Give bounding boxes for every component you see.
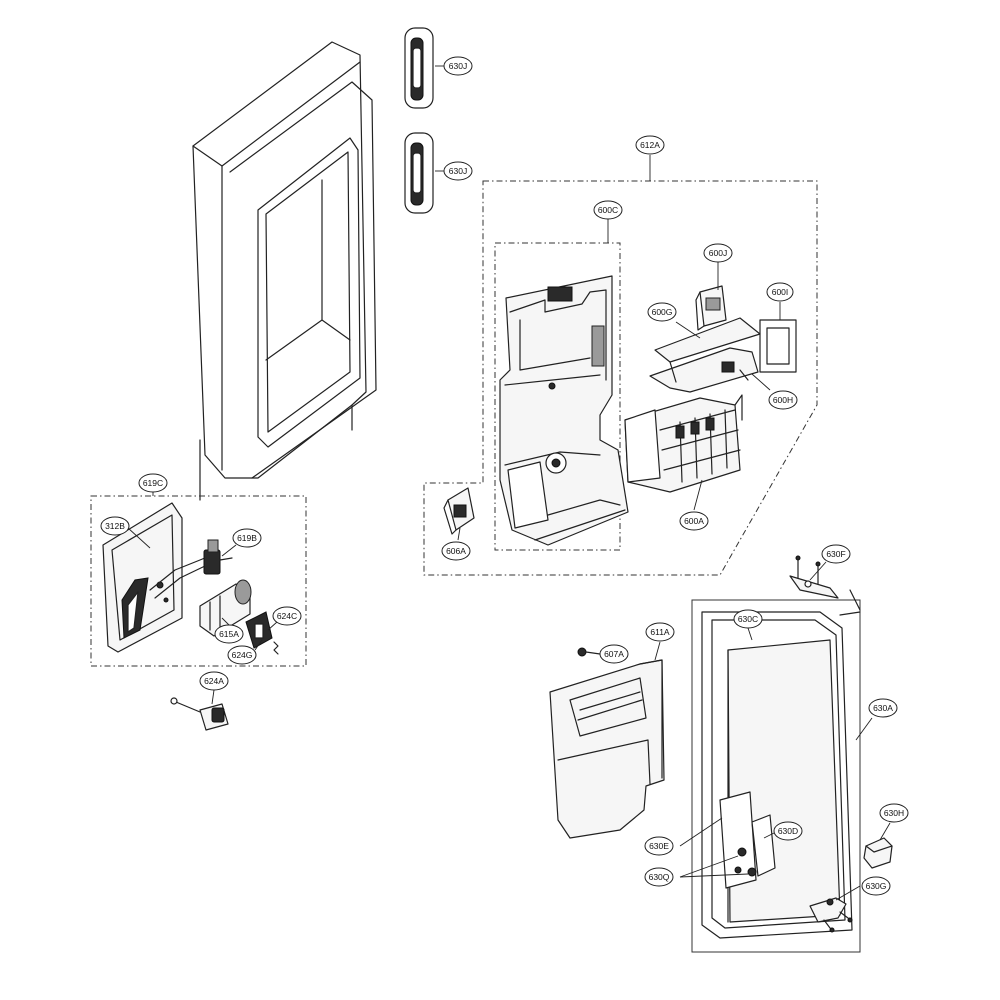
hinge-cap-top	[404, 27, 434, 109]
callout-label: 600C	[598, 205, 618, 215]
callout-label: 600A	[684, 516, 704, 526]
callout-label: 630J	[449, 61, 467, 71]
hinge-cap-mid	[404, 132, 434, 214]
callout-label: 630Q	[649, 872, 670, 882]
callout-label: 600G	[652, 307, 673, 317]
callout-630J-top: 630J	[443, 56, 473, 76]
leader-lines	[127, 65, 891, 901]
callout-600C: 600C	[593, 200, 623, 220]
cover-611A	[549, 659, 665, 839]
module-615A	[199, 579, 252, 637]
callout-label: 630H	[884, 808, 904, 818]
callout-label: 630E	[649, 841, 669, 851]
callout-label: 624A	[204, 676, 224, 686]
callout-label: 624C	[277, 611, 297, 621]
callout-600H: 600H	[768, 390, 798, 410]
callout-label: 611A	[650, 627, 670, 637]
callout-615A: 615A	[214, 624, 244, 644]
callout-630J-mid: 630J	[443, 161, 473, 181]
spring-624C	[273, 641, 279, 655]
callout-label: 606A	[446, 546, 466, 556]
control-panel-312B	[102, 502, 183, 653]
callout-600J: 600J	[703, 243, 733, 263]
callout-624A: 624A	[199, 671, 229, 691]
callout-label: 630G	[866, 881, 887, 891]
filter-frame-600I	[759, 319, 797, 373]
callout-600I: 600I	[766, 282, 794, 302]
callout-630G: 630G	[861, 876, 891, 896]
callout-label: 615A	[219, 629, 239, 639]
ice-maker-assembly-outline	[423, 180, 818, 576]
callout-label: 630C	[738, 614, 758, 624]
callout-630C: 630C	[733, 609, 763, 629]
solenoid-624A	[170, 697, 229, 731]
callout-624C: 624C	[272, 606, 302, 626]
hinge-bracket-630D	[719, 791, 776, 889]
callout-label: 607A	[604, 649, 624, 659]
callout-label: 630F	[826, 549, 845, 559]
control-assembly-box	[90, 495, 307, 667]
callout-600G: 600G	[647, 302, 677, 322]
callout-312B: 312B	[100, 516, 130, 536]
callout-630D: 630D	[773, 821, 803, 841]
callout-label: 630A	[873, 703, 893, 713]
callout-label: 600J	[709, 248, 727, 258]
callout-607A: 607A	[599, 644, 629, 664]
bracket-600J	[695, 285, 727, 331]
callout-624G: 624G	[227, 645, 257, 665]
ice-maker-600A	[624, 394, 743, 493]
screw-607A	[577, 647, 601, 657]
hinge-630F	[789, 555, 861, 611]
cap-630H	[863, 837, 893, 869]
callout-606A: 606A	[441, 541, 471, 561]
callout-label: 630J	[449, 166, 467, 176]
bracket-630G	[809, 897, 853, 933]
callout-label: 630D	[778, 826, 798, 836]
callout-630F: 630F	[821, 544, 851, 564]
tray-600G	[649, 317, 761, 393]
callout-619C: 619C	[138, 473, 168, 493]
callout-611A: 611A	[645, 622, 675, 642]
ice-maker-housing	[499, 275, 629, 546]
callout-600A: 600A	[679, 511, 709, 531]
callout-label: 619B	[237, 533, 257, 543]
callout-label: 312B	[105, 521, 125, 531]
callout-630E: 630E	[644, 836, 674, 856]
wire-harness-619B	[149, 539, 233, 599]
callout-label: 600H	[773, 395, 793, 405]
switch-624G	[245, 611, 273, 649]
bracket-606A	[443, 487, 475, 535]
callout-619B: 619B	[232, 528, 262, 548]
callout-630H: 630H	[879, 803, 909, 823]
callout-label: 600I	[772, 287, 789, 297]
callout-label: 612A	[640, 140, 660, 150]
callout-label: 624G	[232, 650, 253, 660]
callout-630Q: 630Q	[644, 867, 674, 887]
callout-label: 619C	[143, 478, 163, 488]
callout-630A: 630A	[868, 698, 898, 718]
door-frame	[192, 41, 377, 501]
callout-612A: 612A	[635, 135, 665, 155]
